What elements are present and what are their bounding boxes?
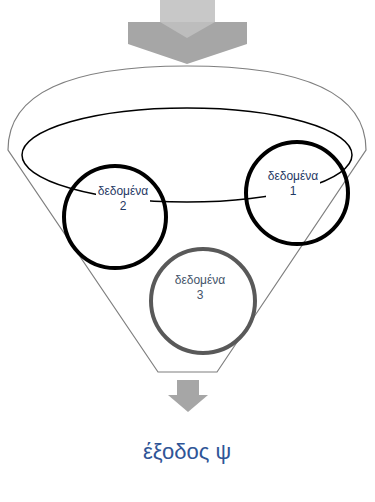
data-label: δεδομένα 2	[96, 184, 151, 214]
circle-outline	[62, 164, 168, 270]
arrow-head	[128, 22, 247, 64]
circle-border	[64, 166, 166, 268]
data-circle: δεδομένα 1	[244, 140, 350, 246]
data-circle: δεδομένα 3	[149, 247, 257, 355]
data-label: δεδομένα 1	[266, 169, 321, 199]
circle-border	[246, 142, 348, 244]
output-arrow-stem	[177, 380, 199, 396]
circle-border	[151, 249, 255, 353]
funnel-body	[8, 66, 366, 372]
output-arrow-head	[168, 395, 208, 412]
data-circle: δεδομένα 2	[62, 164, 168, 270]
output-label: έξοδος ψ	[143, 439, 231, 465]
data-label: δεδομένα 3	[173, 273, 228, 303]
arrow-shade	[160, 22, 215, 38]
